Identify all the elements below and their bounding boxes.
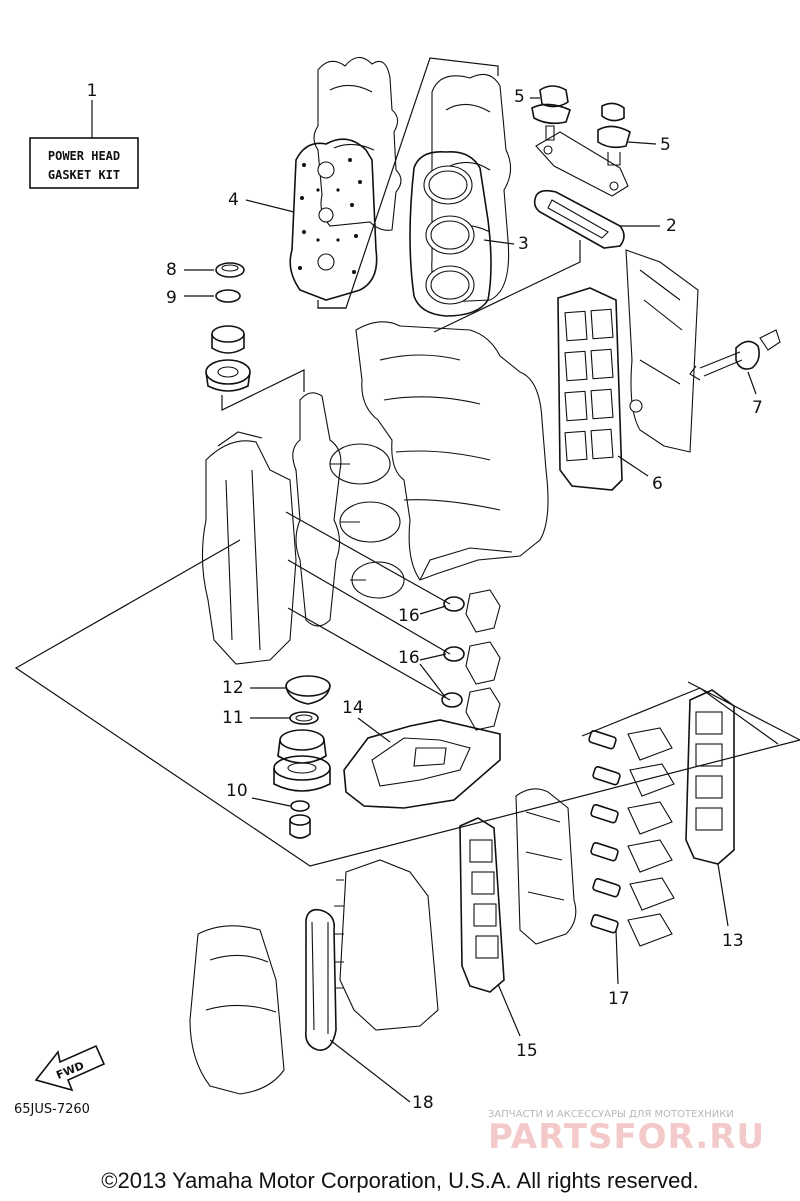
- watermark-tagline: ЗАПЧАСТИ И АКСЕССУАРЫ ДЛЯ МОТОТЕХНИКИ: [488, 1109, 734, 1120]
- bearing-upper: [205, 325, 251, 392]
- kit-box-line-1: POWER HEAD: [48, 149, 120, 163]
- callout-3: 3: [518, 234, 529, 254]
- callout-5-upper: 5: [514, 87, 525, 107]
- cover-part-5-right: [597, 102, 631, 166]
- callout-17: 17: [608, 989, 630, 1009]
- crankshaft-assembly: [292, 392, 405, 627]
- callout-10: 10: [226, 781, 248, 801]
- cover-part-5-upper: [531, 85, 571, 125]
- gasket-part-14: [343, 719, 501, 809]
- callout-15: 15: [516, 1041, 538, 1061]
- head-gasket-part-4: [289, 138, 378, 301]
- callout-5-right: 5: [660, 135, 671, 155]
- callout-16-lower: 16: [398, 648, 420, 668]
- exhaust-cover-bracket: [535, 125, 629, 197]
- callout-11: 11: [222, 708, 244, 728]
- callout-18: 18: [412, 1093, 434, 1113]
- kit-label-box: POWER HEAD GASKET KIT: [29, 100, 139, 189]
- intake-silencer-outline: [334, 859, 439, 1031]
- watermark: ЗАПЧАСТИ И АКСЕССУАРЫ ДЛЯ МОТОТЕХНИКИ PA…: [488, 1109, 765, 1157]
- callout-2: 2: [666, 216, 677, 236]
- cylinder-gasket-part-3: [409, 151, 492, 317]
- gasket-part-13: [685, 689, 735, 865]
- reed-valves-part-17: [588, 727, 675, 947]
- seal-part-10: [289, 800, 311, 839]
- crankcase-half-left: [201, 431, 297, 665]
- oring-part-11: [289, 711, 319, 725]
- crankcase-block: [355, 321, 549, 581]
- seal-part-12: [285, 675, 331, 705]
- watermark-brand: PARTSFOR.RU: [488, 1117, 765, 1157]
- fwd-arrow-icon: FWD: [34, 1044, 106, 1092]
- callout-8: 8: [166, 260, 177, 280]
- callout-14: 14: [342, 698, 364, 718]
- callout-7: 7: [752, 398, 763, 418]
- part-7-bolt-gasket: [689, 329, 781, 381]
- callout-labels: 1 2 3 4 5 5 6 7 8 9 10 11 12 13 14 15 16: [87, 81, 763, 1113]
- diagram-code: 65JUS-7260: [14, 1102, 90, 1117]
- oring-part-9: [215, 289, 241, 303]
- callout-1: 1: [87, 81, 98, 101]
- callout-12: 12: [222, 678, 244, 698]
- kit-box-line-2: GASKET KIT: [48, 168, 120, 182]
- belt-part-18: [304, 908, 337, 1051]
- gasket-part-15: [459, 817, 505, 993]
- cylinder-head-cover-outline: [313, 56, 402, 231]
- gasket-part-2: [533, 189, 625, 249]
- lower-cover-outline: [189, 925, 285, 1095]
- bearing-part-8: [215, 262, 245, 278]
- intake-manifold-outline: [625, 249, 699, 453]
- callout-6: 6: [652, 474, 663, 494]
- reed-block-outline: [515, 788, 577, 945]
- gasket-part-6: [557, 287, 623, 491]
- copyright-notice: ©2013 Yamaha Motor Corporation, U.S.A. A…: [101, 1168, 698, 1193]
- callout-16-upper: 16: [398, 606, 420, 626]
- lower-bearing-housing: [273, 729, 331, 792]
- callout-13: 13: [722, 931, 744, 951]
- callout-9: 9: [166, 288, 177, 308]
- oil-seals-16: [441, 589, 501, 731]
- callout-4: 4: [228, 190, 239, 210]
